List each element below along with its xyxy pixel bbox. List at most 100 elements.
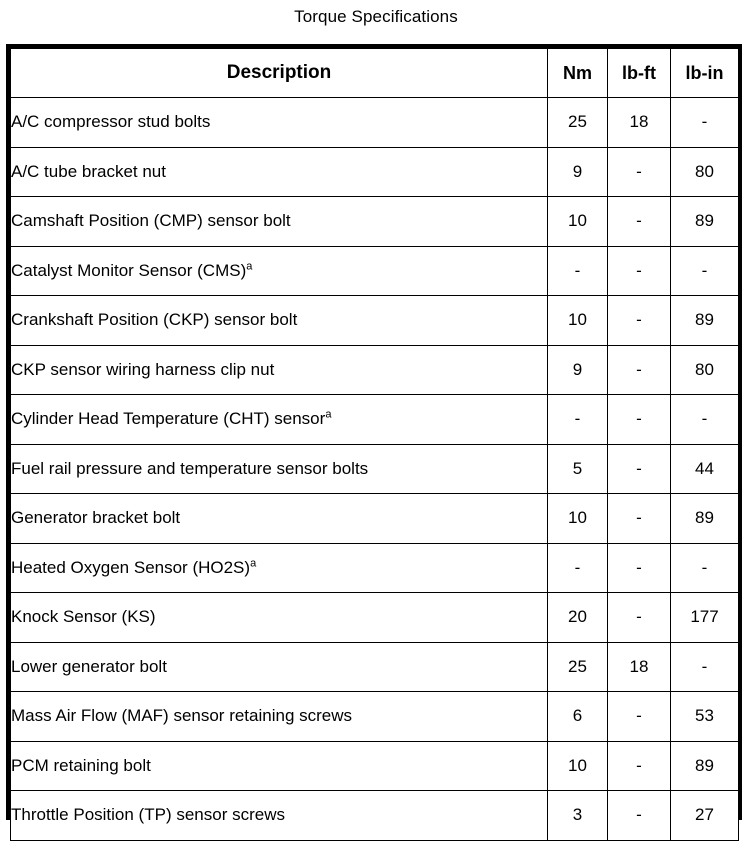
cell-nm: 9 — [547, 344, 608, 395]
cell-lb-ft: - — [607, 295, 671, 346]
column-header-lb-ft: lb-ft — [607, 48, 671, 98]
table-row: Camshaft Position (CMP) sensor bolt 10-89 — [10, 196, 739, 247]
footnote-marker: a — [325, 408, 332, 421]
cell-lb-in: - — [670, 394, 739, 445]
cell-description: Knock Sensor (KS) — [10, 592, 548, 643]
cell-description: Heated Oxygen Sensor (HO2S)a — [10, 542, 548, 593]
cell-lb-in: 44 — [670, 443, 739, 494]
description-text: PCM retaining bolt — [11, 755, 151, 775]
description-text: Throttle Position (TP) sensor screws — [11, 805, 285, 825]
description-text: Heated Oxygen Sensor (HO2S) — [11, 557, 251, 577]
page-title: Torque Specifications — [294, 7, 458, 26]
cell-lb-ft: - — [607, 493, 671, 544]
table-header-row: Description Nm lb-ft lb-in — [10, 48, 739, 98]
cell-lb-ft: - — [607, 790, 671, 841]
cell-nm: 10 — [547, 493, 608, 544]
table-row: Crankshaft Position (CKP) sensor bolt 10-… — [10, 295, 739, 346]
cell-description: A/C tube bracket nut — [10, 146, 548, 197]
description-text: Generator bracket bolt — [11, 508, 181, 528]
cell-nm: 10 — [547, 196, 608, 247]
description-text: A/C tube bracket nut — [11, 161, 166, 181]
cell-lb-ft: - — [607, 592, 671, 643]
table-row: PCM retaining bolt 10-89 — [10, 740, 739, 791]
table-row: Knock Sensor (KS)20-177 — [10, 592, 739, 643]
cell-lb-in: 80 — [670, 146, 739, 197]
table-row: Fuel rail pressure and temperature senso… — [10, 443, 739, 494]
description-text: Camshaft Position (CMP) sensor bolt — [11, 211, 291, 231]
cell-lb-in: - — [670, 97, 739, 148]
cell-lb-ft: - — [607, 740, 671, 791]
torque-table-container: Description Nm lb-ft lb-in A/C compresso… — [6, 44, 742, 841]
cell-lb-in: 53 — [670, 691, 739, 742]
cell-description: CKP sensor wiring harness clip nut — [10, 344, 548, 395]
cell-lb-in: 89 — [670, 740, 739, 791]
cell-lb-in: 89 — [670, 295, 739, 346]
cell-lb-ft: - — [607, 146, 671, 197]
table-row: A/C tube bracket nut 9-80 — [10, 146, 739, 197]
cell-description: Crankshaft Position (CKP) sensor bolt — [10, 295, 548, 346]
column-header-description: Description — [10, 48, 548, 98]
table-row: Heated Oxygen Sensor (HO2S)a--- — [10, 542, 739, 593]
cell-lb-in: - — [670, 542, 739, 593]
table-header: Description Nm lb-ft lb-in — [10, 48, 739, 98]
cell-lb-in: 89 — [670, 196, 739, 247]
cell-lb-ft: - — [607, 344, 671, 395]
cell-lb-ft: - — [607, 245, 671, 296]
cell-lb-ft: 18 — [607, 97, 671, 148]
table-row: Generator bracket bolt 10-89 — [10, 493, 739, 544]
cell-lb-in: 27 — [670, 790, 739, 841]
cell-lb-ft: - — [607, 542, 671, 593]
footnote-marker: a — [246, 260, 253, 273]
cell-description: PCM retaining bolt — [10, 740, 548, 791]
footnote-marker: a — [250, 557, 257, 570]
cell-description: Mass Air Flow (MAF) sensor retaining scr… — [10, 691, 548, 742]
cell-lb-in: - — [670, 245, 739, 296]
cell-nm: 10 — [547, 295, 608, 346]
cell-description: Throttle Position (TP) sensor screws — [10, 790, 548, 841]
description-text: Mass Air Flow (MAF) sensor retaining scr… — [11, 706, 353, 726]
cell-nm: 5 — [547, 443, 608, 494]
cell-lb-in: 177 — [670, 592, 739, 643]
cell-lb-in: 80 — [670, 344, 739, 395]
description-text: CKP sensor wiring harness clip nut — [11, 359, 275, 379]
cell-lb-ft: - — [607, 443, 671, 494]
cell-nm: 6 — [547, 691, 608, 742]
cell-lb-ft: 18 — [607, 641, 671, 692]
cell-description: Lower generator bolt — [10, 641, 548, 692]
cell-description: Generator bracket bolt — [10, 493, 548, 544]
cell-description: Cylinder Head Temperature (CHT) sensora — [10, 394, 548, 445]
description-text: Catalyst Monitor Sensor (CMS) — [11, 260, 247, 280]
cell-nm: 3 — [547, 790, 608, 841]
description-text: A/C compressor stud bolts — [11, 112, 211, 132]
table-row: Throttle Position (TP) sensor screws 3-27 — [10, 790, 739, 841]
cell-nm: 25 — [547, 641, 608, 692]
cell-nm: 9 — [547, 146, 608, 197]
cell-nm: 10 — [547, 740, 608, 791]
cell-lb-in: - — [670, 641, 739, 692]
table-row: Catalyst Monitor Sensor (CMS)a--- — [10, 245, 739, 296]
cell-lb-ft: - — [607, 691, 671, 742]
cell-description: Catalyst Monitor Sensor (CMS)a — [10, 245, 548, 296]
table-row: CKP sensor wiring harness clip nut 9-80 — [10, 344, 739, 395]
cell-nm: - — [547, 245, 608, 296]
cell-lb-ft: - — [607, 394, 671, 445]
cell-nm: - — [547, 542, 608, 593]
cell-lb-ft: - — [607, 196, 671, 247]
column-header-lb-in: lb-in — [670, 48, 739, 98]
description-text: Cylinder Head Temperature (CHT) sensor — [11, 409, 326, 429]
description-text: Crankshaft Position (CKP) sensor bolt — [11, 310, 298, 330]
description-text: Fuel rail pressure and temperature senso… — [11, 458, 369, 478]
cell-description: A/C compressor stud bolts — [10, 97, 548, 148]
cell-lb-in: 89 — [670, 493, 739, 544]
column-header-nm: Nm — [547, 48, 608, 98]
cell-nm: 20 — [547, 592, 608, 643]
cell-nm: - — [547, 394, 608, 445]
description-text: Lower generator bolt — [11, 656, 167, 676]
cell-nm: 25 — [547, 97, 608, 148]
cell-description: Fuel rail pressure and temperature senso… — [10, 443, 548, 494]
torque-specifications-table: Description Nm lb-ft lb-in A/C compresso… — [10, 48, 739, 841]
